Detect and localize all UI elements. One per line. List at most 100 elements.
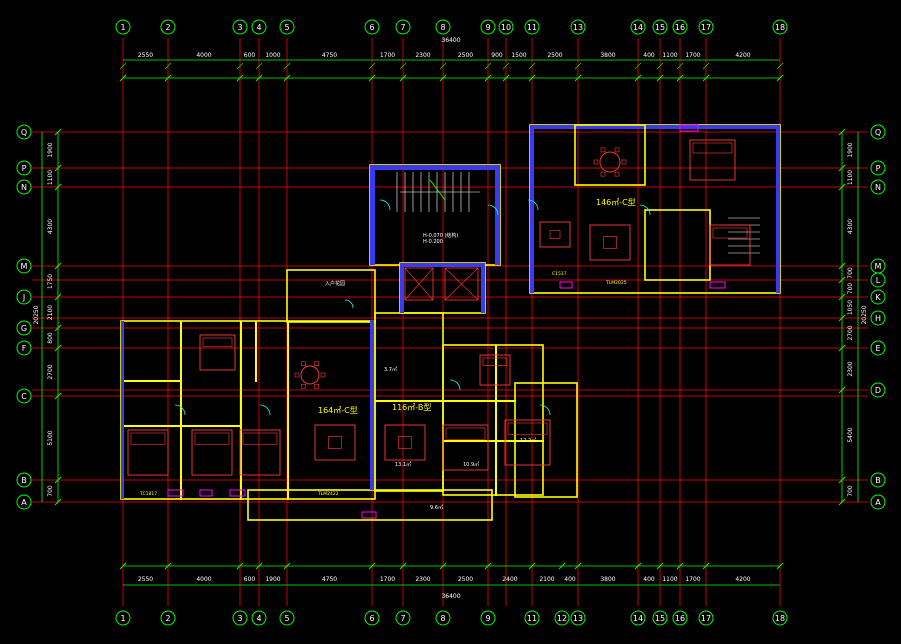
tick-bot-0 [119, 562, 127, 570]
axis-bubble-bottom-17: 17 [698, 610, 714, 626]
dim-right-text: 5400 [847, 427, 854, 442]
axis-bubble-bottom-18: 18 [772, 610, 788, 626]
sofa-2 [384, 424, 426, 461]
unit-label-c: 146㎡-C型 [596, 198, 636, 207]
tick-bot-4 [283, 562, 291, 570]
bed-6 [504, 419, 551, 466]
dim-top-text: 1100 [662, 52, 677, 59]
dining-table-right-chair-2 [600, 171, 606, 177]
elevator-x2-0 [404, 267, 434, 301]
axis-bubble-top-11: 11 [524, 19, 540, 35]
axis-bubble-top-13-circle [570, 19, 586, 35]
axis-bubble-left-A-circle [16, 494, 32, 510]
tick-top-10 [528, 74, 536, 82]
axis-bubble-left-A-label: A [21, 498, 27, 507]
tick-bot-13 [656, 562, 664, 570]
axis-bubble-left-Q: Q [16, 124, 32, 140]
dim-left-total: 20250 [33, 305, 40, 324]
axis-bubble-top-16-circle [672, 19, 688, 35]
elevator-top [400, 263, 485, 267]
tick-top-7 [439, 74, 447, 82]
tick-top-5 [368, 74, 376, 82]
tick-bot-5 [368, 562, 376, 570]
axis-bubble-left-F-label: F [22, 344, 27, 353]
furniture-layer [127, 124, 751, 519]
axis-bubble-top-6-label: 6 [369, 23, 374, 32]
tick-bot-2 [236, 562, 244, 570]
tick-top2-6 [399, 62, 407, 70]
axis-bubble-left-J-circle [16, 289, 32, 305]
axis-bubble-top-16: 16 [672, 19, 688, 35]
axis-bubble-top-2-circle [160, 19, 176, 35]
tick-left-8 [54, 476, 62, 484]
tick-right-6 [838, 314, 846, 322]
dining-table-left-chair-0 [320, 372, 326, 378]
axis-bubble-top-16-label: 16 [675, 23, 685, 32]
stair-core-left [370, 165, 375, 265]
tick-top-0 [119, 74, 127, 82]
axis-bubble-left-P: P [16, 160, 32, 176]
tick-top2-14 [676, 62, 684, 70]
dim-bottom-text: 1700 [380, 576, 395, 583]
dim-top-text: 3800 [600, 52, 615, 59]
axis-bubble-top-10-circle [498, 19, 514, 35]
axis-bubble-top-5-circle [279, 19, 295, 35]
axis-bubble-top-4-circle [251, 19, 267, 35]
axis-bubble-top-1-circle [115, 19, 131, 35]
axis-bubble-bottom-2: 2 [160, 610, 176, 626]
axis-bubble-top-3-circle [232, 19, 248, 35]
axis-bubble-bottom-15-circle [652, 610, 668, 626]
window-4 [559, 281, 573, 289]
tick-top2-1 [164, 62, 172, 70]
door-swing-6 [449, 379, 461, 391]
tick-bot-7 [439, 562, 447, 570]
unit-right-wall-right [776, 125, 780, 293]
axis-bubble-right-B-label: B [875, 476, 881, 485]
axis-bubble-top-10-label: 10 [501, 23, 511, 32]
axis-bubble-top-14: 14 [630, 19, 646, 35]
axis-bubble-right-D-label: D [875, 386, 881, 395]
tick-right-5 [838, 293, 846, 301]
axis-bubble-right-B-circle [870, 472, 886, 488]
dim-top-text: 400 [643, 52, 655, 59]
axis-bubble-left-P-label: P [22, 164, 27, 173]
axis-bubble-bottom-1: 1 [115, 610, 131, 626]
dim-bottom-text: 2300 [415, 576, 430, 583]
dim-right-total: 20250 [861, 305, 868, 324]
dining-table-right-chair-1 [614, 171, 620, 177]
dim-right-text: 2300 [847, 361, 854, 376]
axis-bubble-top-7: 7 [395, 19, 411, 35]
tick-bot-14 [676, 562, 684, 570]
window-1 [199, 489, 213, 497]
axis-bubble-right-B: B [870, 472, 886, 488]
partition-7 [443, 400, 516, 402]
door-swing-5 [639, 204, 651, 216]
tick-top-9 [502, 74, 510, 82]
axis-bubble-right-E: E [870, 340, 886, 356]
sofa-3 [589, 224, 631, 261]
elevator-x2-1 [444, 267, 479, 301]
dining-table-left-chair-2 [301, 383, 306, 389]
tick-right-8 [838, 386, 846, 394]
dim-left-text: 700 [47, 485, 54, 497]
dim-right-text: 4300 [847, 219, 854, 234]
dim-top-text: 1700 [380, 52, 395, 59]
axis-bubble-left-G-label: G [21, 324, 27, 333]
tick-bot-6 [399, 562, 407, 570]
axis-bubble-bottom-7-label: 7 [400, 614, 405, 623]
tick-bot-8 [484, 562, 492, 570]
dim-bottom-text: 1700 [685, 576, 700, 583]
elevator-left [400, 263, 404, 313]
axis-bubble-bottom-11-circle [524, 610, 540, 626]
tick-top2-8 [484, 62, 492, 70]
axis-bubble-top-4-label: 4 [256, 23, 261, 32]
dining-table-left-chair-5 [314, 361, 319, 367]
bed-4-inner [242, 432, 278, 445]
axis-bubble-bottom-18-label: 18 [775, 614, 785, 623]
tick-top-8 [484, 74, 492, 82]
sofa-4-table [549, 230, 561, 239]
dining-table-right-chair-3 [593, 159, 599, 165]
tick-right-2 [838, 183, 846, 191]
axis-bubble-left-C-circle [16, 388, 32, 404]
window-2 [229, 489, 246, 497]
